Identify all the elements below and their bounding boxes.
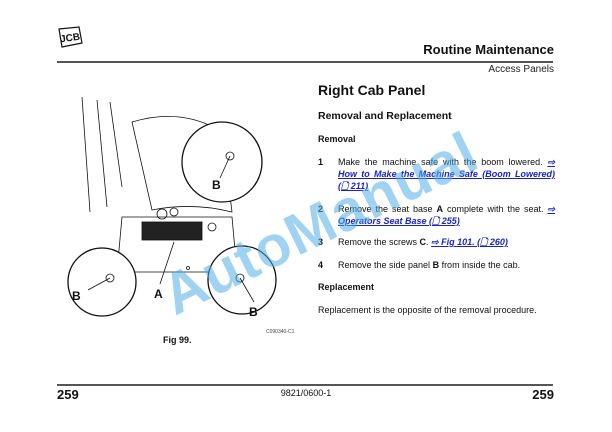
page-number-right: 259 (532, 387, 554, 402)
header-title: Routine Maintenance (423, 42, 554, 57)
label-b-top: B (212, 178, 221, 192)
link-fig-101[interactable]: ⇨ Fig 101. (🗋 260) (431, 237, 508, 247)
label-b-left: B (72, 289, 81, 303)
header-subtitle: Access Panels (488, 64, 554, 75)
label-b-right: B (249, 305, 258, 319)
step-1: 1 Make the machine safe with the boom lo… (318, 157, 555, 191)
document-number: 9821/0600-1 (280, 388, 332, 398)
figure-illustration: B B A B (67, 96, 277, 319)
link-operators-seat-base[interactable]: ⇨ Operators Seat Base (🗋 255) (338, 204, 555, 226)
page-number-left: 259 (57, 387, 79, 402)
replacement-text: Replacement is the opposite of the remov… (318, 305, 537, 315)
figure-caption: Fig 99. (163, 335, 192, 345)
footer-divider (57, 384, 553, 386)
header-divider (57, 61, 553, 63)
section-subtitle: Removal and Replacement (318, 110, 452, 122)
svg-text:JCB: JCB (60, 32, 81, 46)
step-4: 4 Remove the side panel B from inside th… (318, 260, 521, 270)
step-2: 2 Remove the seat base A complete with t… (318, 204, 555, 226)
replacement-heading: Replacement (318, 282, 375, 292)
label-a: A (154, 287, 163, 301)
jcb-logo: JCB (58, 26, 83, 48)
link-make-machine-safe[interactable]: ⇨ How to Make the Machine Safe (Boom Low… (338, 157, 555, 191)
page-title: Right Cab Panel (318, 82, 426, 98)
figure-id: C090340-C1 (266, 329, 295, 335)
step-3: 3 Remove the screws C. ⇨ Fig 101. (🗋 260… (318, 237, 508, 247)
removal-heading: Removal (318, 134, 356, 144)
